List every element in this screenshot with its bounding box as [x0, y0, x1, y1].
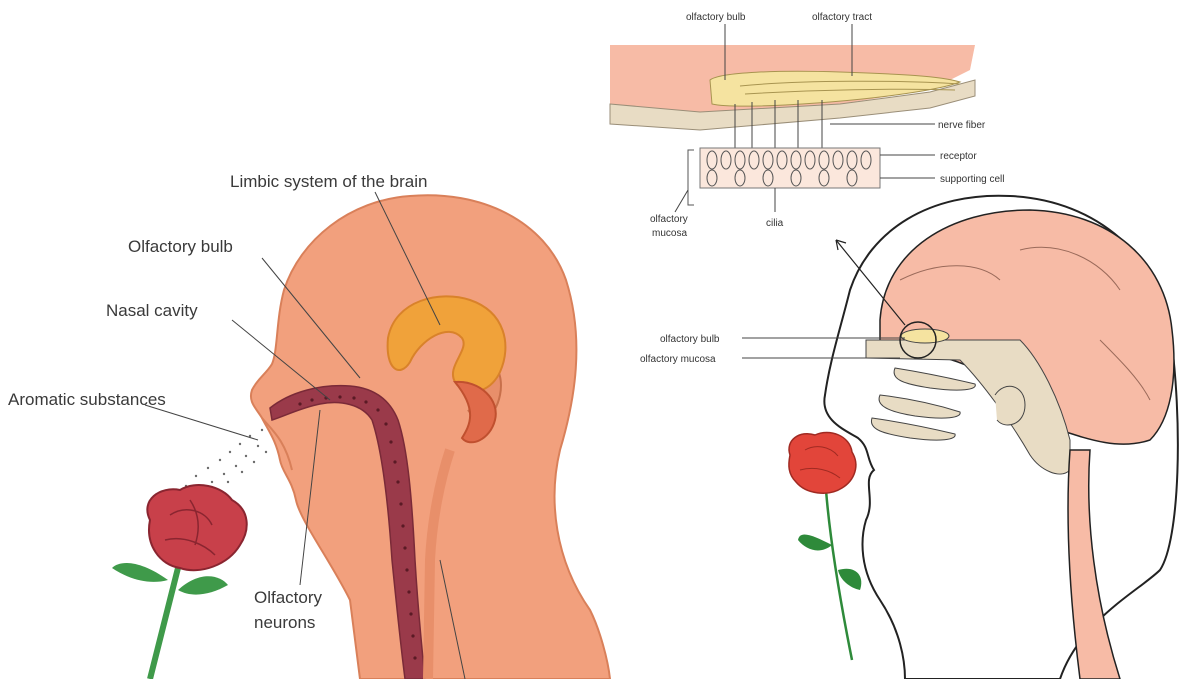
right-olfactory-bulb	[901, 329, 949, 343]
label-cilia: cilia	[766, 218, 784, 229]
label-receptor: receptor	[940, 151, 977, 162]
label-inset-olfactory-bulb: olfactory bulb	[686, 12, 746, 23]
left-head-diagram: Limbic system of the brain Olfactory bul…	[8, 172, 610, 679]
label-olfactory-neurons-line1: Olfactory	[254, 588, 323, 607]
right-rose	[789, 432, 861, 660]
inset-mucosa	[700, 148, 880, 188]
label-olfactory-neurons-line2: neurons	[254, 613, 315, 632]
label-aromatic-substances: Aromatic substances	[8, 390, 166, 409]
label-olfactory-bulb-left: Olfactory bulb	[128, 237, 233, 256]
right-ear	[995, 386, 1025, 425]
label-olfactory-tract: olfactory tract	[812, 12, 872, 23]
inset-mucosa-bracket	[688, 150, 694, 205]
label-nerve-fiber: nerve fiber	[938, 120, 986, 131]
rose-leaf-right	[178, 576, 228, 594]
left-rose	[112, 485, 247, 679]
right-rose-leaf-2	[838, 569, 861, 590]
label-nasal-cavity: Nasal cavity	[106, 301, 198, 320]
right-rose-leaf-1	[798, 535, 832, 551]
right-head-diagram: olfactory bulb olfactory tract nerve fib…	[610, 12, 1178, 679]
rose-leaf-left	[112, 563, 168, 582]
label-olfactory-bulb-right: olfactory bulb	[660, 334, 720, 345]
rose-bloom	[147, 485, 246, 570]
label-limbic-system: Limbic system of the brain	[230, 172, 427, 191]
label-supporting-cell: supporting cell	[940, 174, 1004, 185]
label-olfactory-mucosa: olfactory mucosa	[640, 354, 716, 365]
label-inset-mucosa-line1: olfactory	[650, 214, 688, 225]
label-inset-mucosa-line2: mucosa	[652, 228, 687, 239]
right-rose-bloom	[789, 432, 856, 493]
